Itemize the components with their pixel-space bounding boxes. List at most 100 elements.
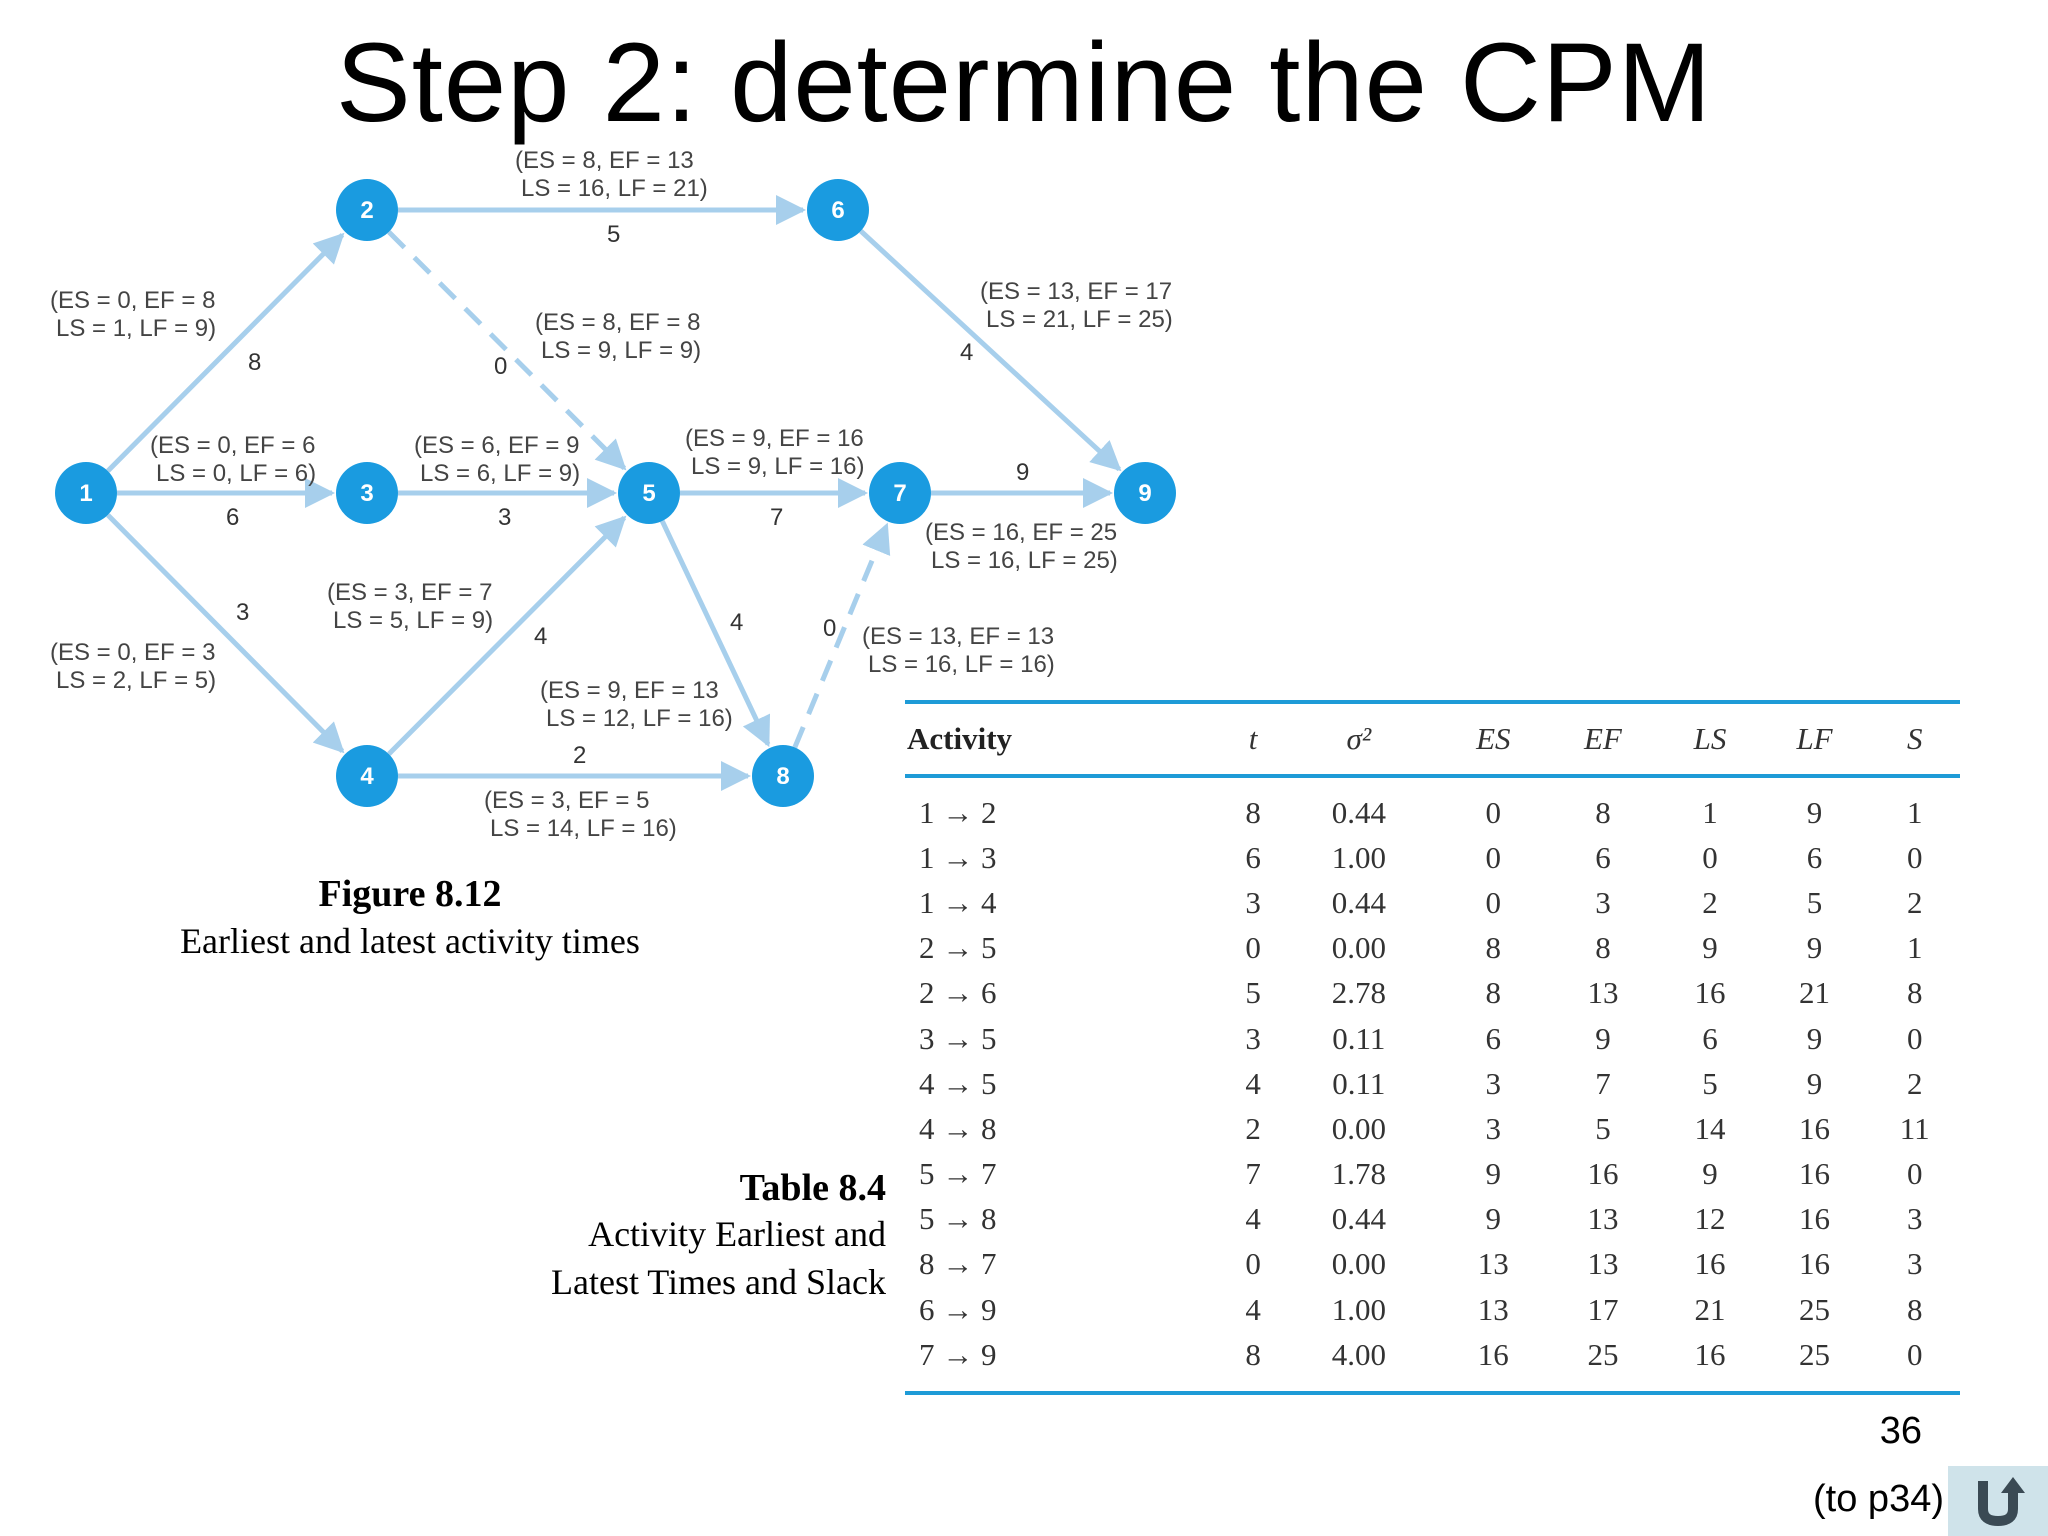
cell-variance: 0.00 [1331,930,1386,966]
cell-es: 13 [1477,1291,1509,1327]
edge-time-label: LS = 5, LF = 9) [333,607,493,634]
cell-ef: 3 [1595,884,1611,920]
cell-variance: 1.78 [1331,1156,1386,1192]
cell-slack: 0 [1906,839,1923,875]
cell-ls: 0 [1702,839,1718,875]
figure-caption-text: Earliest and latest activity times [180,921,640,961]
edge-time-label: LS = 0, LF = 6) [156,460,316,487]
cell-lf: 21 [1799,975,1831,1011]
cell-ls: 16 [1694,1246,1726,1282]
cell-slack: 0 [1906,1020,1923,1056]
node-label: 1 [79,480,92,507]
edge-time-label: LS = 6, LF = 9) [420,460,580,487]
edge-duration: 9 [1016,459,1029,486]
cell-slack: 3 [1906,1201,1923,1237]
back-button[interactable] [1948,1466,2048,1536]
edge-time-label: LS = 2, LF = 5) [56,667,216,694]
edge-4-5 [387,515,627,756]
cell-slack: 1 [1906,794,1923,830]
edge-time-label: LS = 16, LF = 21) [521,175,708,202]
edge-duration: 8 [248,349,261,376]
cell-slack: 11 [1899,1110,1930,1146]
cell-t: 0 [1245,930,1261,966]
edge-duration: 5 [607,221,620,248]
table-caption-line1: Activity Earliest and [588,1214,886,1254]
cell-es: 6 [1485,1020,1502,1056]
header-ls: LS [1660,700,1760,778]
node-8 [752,745,814,807]
edge-time-label: LS = 14, LF = 16) [490,815,677,842]
cell-ef: 8 [1595,794,1611,830]
cell-ef: 6 [1595,839,1611,875]
cell-activity: 5 → 7 [919,1156,997,1192]
cell-variance: 2.78 [1331,975,1386,1011]
cell-activity: 4 → 8 [919,1110,997,1146]
cell-activity: 7 → 9 [905,1332,1230,1396]
edge-time-label: (ES = 3, EF = 5 [484,787,649,814]
cell-lf: 16 [1799,1110,1831,1146]
cell-activity: 6 → 9 [919,1291,997,1327]
edge-time-label: (ES = 0, EF = 6 [150,432,315,459]
cell-es: 8 [1485,930,1502,966]
cell-variance: 0.44 [1331,794,1386,830]
cell-ef: 17 [1587,1291,1619,1327]
node-2 [336,179,398,241]
cell-slack: 2 [1906,884,1923,920]
edge-time-label: LS = 12, LF = 16) [546,705,733,732]
cell-lf: 6 [1806,839,1823,875]
cell-ef: 13 [1587,975,1619,1011]
back-link[interactable]: (to p34) [1813,1478,1944,1520]
cell-variance: 0.00 [1331,1246,1386,1282]
cell-es: 3 [1485,1065,1502,1101]
cell-variance: 0.44 [1331,884,1386,920]
node-4 [336,745,398,807]
table-caption: Table 8.4 Activity Earliest and Latest T… [551,1166,886,1306]
cell-lf: 9 [1806,1065,1823,1101]
header-es: ES [1441,700,1546,778]
edge-1-4 [106,513,345,754]
cell-ls: 6 [1702,1020,1718,1056]
cell-slack: 0 [1869,1332,1960,1396]
edge-duration: 7 [770,504,783,531]
cell-slack: 0 [1906,1156,1923,1192]
node-label: 6 [831,197,844,224]
cell-t: 0 [1245,1246,1261,1282]
cell-t: 6 [1245,839,1261,875]
cell-activity: 1 → 3 [919,839,997,875]
cell-lf: 9 [1806,794,1823,830]
cell-slack: 3 [1906,1246,1923,1282]
edge-time-label: (ES = 13, EF = 13 [862,623,1054,650]
cell-ef: 13 [1587,1201,1619,1237]
edge-time-label: LS = 9, LF = 16) [691,453,864,480]
cell-slack: 1 [1906,930,1923,966]
cell-t: 4 [1245,1291,1261,1327]
edge-time-label: (ES = 0, EF = 8 [50,287,215,314]
cell-ls: 12 [1694,1201,1726,1237]
edge-time-label: LS = 1, LF = 9) [56,315,216,342]
header-activity: Activity [905,700,1230,778]
cell-lf: 9 [1806,930,1823,966]
node-label: 7 [893,480,906,507]
node-label: 3 [360,480,373,507]
header-t: t [1229,700,1277,778]
edge-time-label: (ES = 9, EF = 13 [540,677,719,704]
cell-ls: 21 [1694,1291,1726,1327]
cell-ef: 7 [1595,1065,1611,1101]
cell-t: 3 [1245,884,1261,920]
cell-variance: 1.00 [1331,839,1386,875]
node-label: 8 [776,763,789,790]
node-5 [618,462,680,524]
edge-duration: 0 [823,615,836,642]
cell-ef: 9 [1595,1020,1611,1056]
cell-ef: 16 [1587,1156,1619,1192]
cell-ef: 13 [1587,1246,1619,1282]
cell-t: 2 [1245,1110,1261,1146]
